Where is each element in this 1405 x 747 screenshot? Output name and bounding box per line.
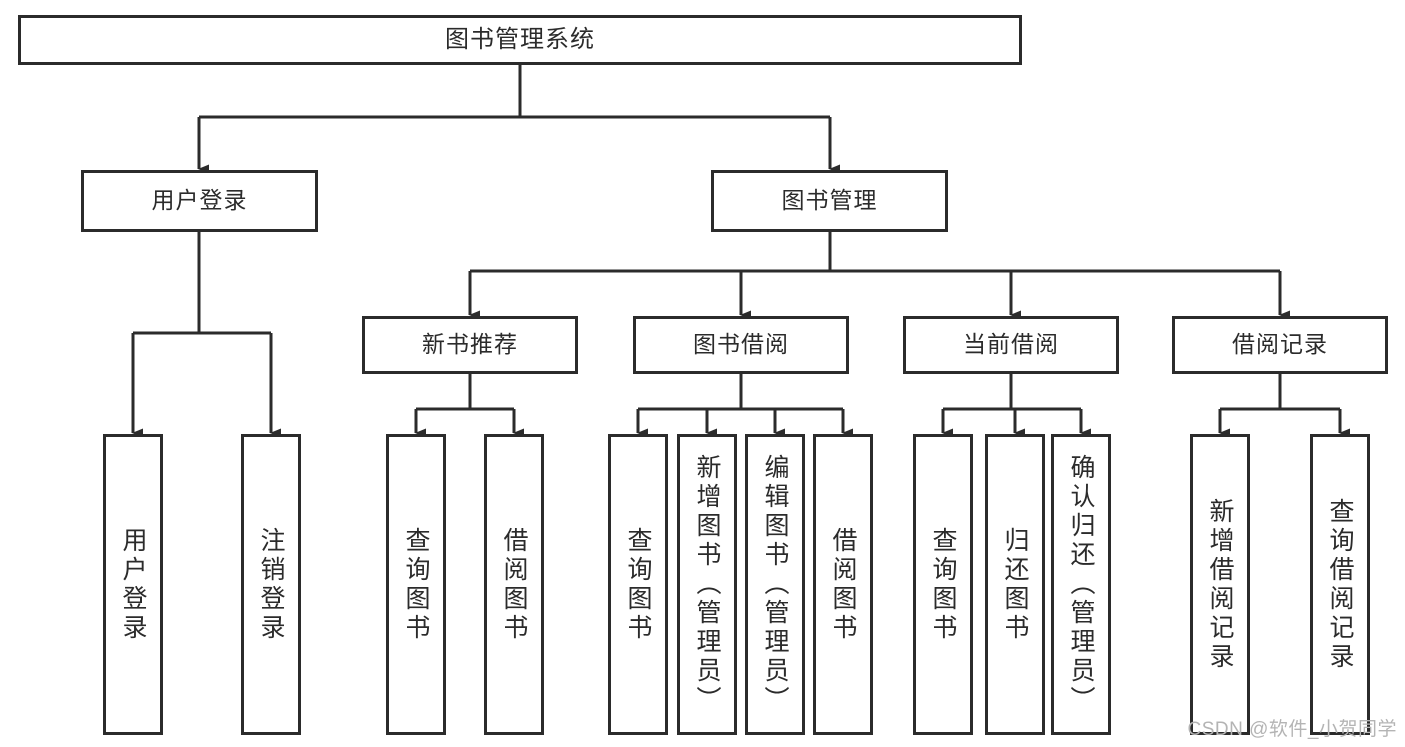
node-label: 查询图书 — [624, 526, 652, 643]
node-label: 新增借阅记录 — [1206, 497, 1234, 672]
node-new-book-recommendation[interactable]: 新书推荐 — [362, 316, 578, 374]
node-label: 借阅记录 — [1232, 331, 1328, 358]
node-label: 图书管理系统 — [445, 25, 595, 53]
node-label: 用户登录 — [119, 526, 147, 643]
node-label: 图书借阅 — [693, 331, 789, 358]
node-label: 图书管理 — [781, 187, 878, 214]
leaf-query-books-borrowing[interactable]: 查询图书 — [608, 434, 668, 735]
node-borrowing-records[interactable]: 借阅记录 — [1172, 316, 1388, 374]
leaf-query-borrowing-record[interactable]: 查询借阅记录 — [1310, 434, 1370, 735]
node-user-login[interactable]: 用户登录 — [81, 170, 318, 232]
node-label: 确认归还（管理员） — [1067, 454, 1095, 715]
leaf-query-books-current[interactable]: 查询图书 — [913, 434, 973, 735]
node-label: 查询借阅记录 — [1326, 497, 1354, 672]
leaf-add-book-admin[interactable]: 新增图书（管理员） — [677, 434, 737, 735]
leaf-add-borrowing-record[interactable]: 新增借阅记录 — [1190, 434, 1250, 735]
node-label: 注销登录 — [257, 526, 285, 643]
node-label: 新增图书（管理员） — [693, 454, 721, 715]
node-label: 查询图书 — [402, 526, 430, 643]
node-label: 用户登录 — [151, 187, 248, 214]
leaf-borrow-books-recommendation[interactable]: 借阅图书 — [484, 434, 544, 735]
node-label: 归还图书 — [1001, 526, 1029, 643]
node-label: 借阅图书 — [500, 526, 528, 643]
node-root-book-management-system[interactable]: 图书管理系统 — [18, 15, 1022, 65]
node-label: 编辑图书（管理员） — [761, 454, 789, 715]
node-current-borrowing[interactable]: 当前借阅 — [903, 316, 1119, 374]
node-book-management[interactable]: 图书管理 — [711, 170, 948, 232]
node-label: 新书推荐 — [422, 331, 518, 358]
node-label: 查询图书 — [929, 526, 957, 643]
leaf-query-books-recommendation[interactable]: 查询图书 — [386, 434, 446, 735]
node-label: 当前借阅 — [963, 331, 1059, 358]
leaf-borrow-books[interactable]: 借阅图书 — [813, 434, 873, 735]
leaf-logout[interactable]: 注销登录 — [241, 434, 301, 735]
leaf-user-login[interactable]: 用户登录 — [103, 434, 163, 735]
node-label: 借阅图书 — [829, 526, 857, 643]
leaf-edit-book-admin[interactable]: 编辑图书（管理员） — [745, 434, 805, 735]
leaf-confirm-return-admin[interactable]: 确认归还（管理员） — [1051, 434, 1111, 735]
node-book-borrowing[interactable]: 图书借阅 — [633, 316, 849, 374]
leaf-return-books[interactable]: 归还图书 — [985, 434, 1045, 735]
